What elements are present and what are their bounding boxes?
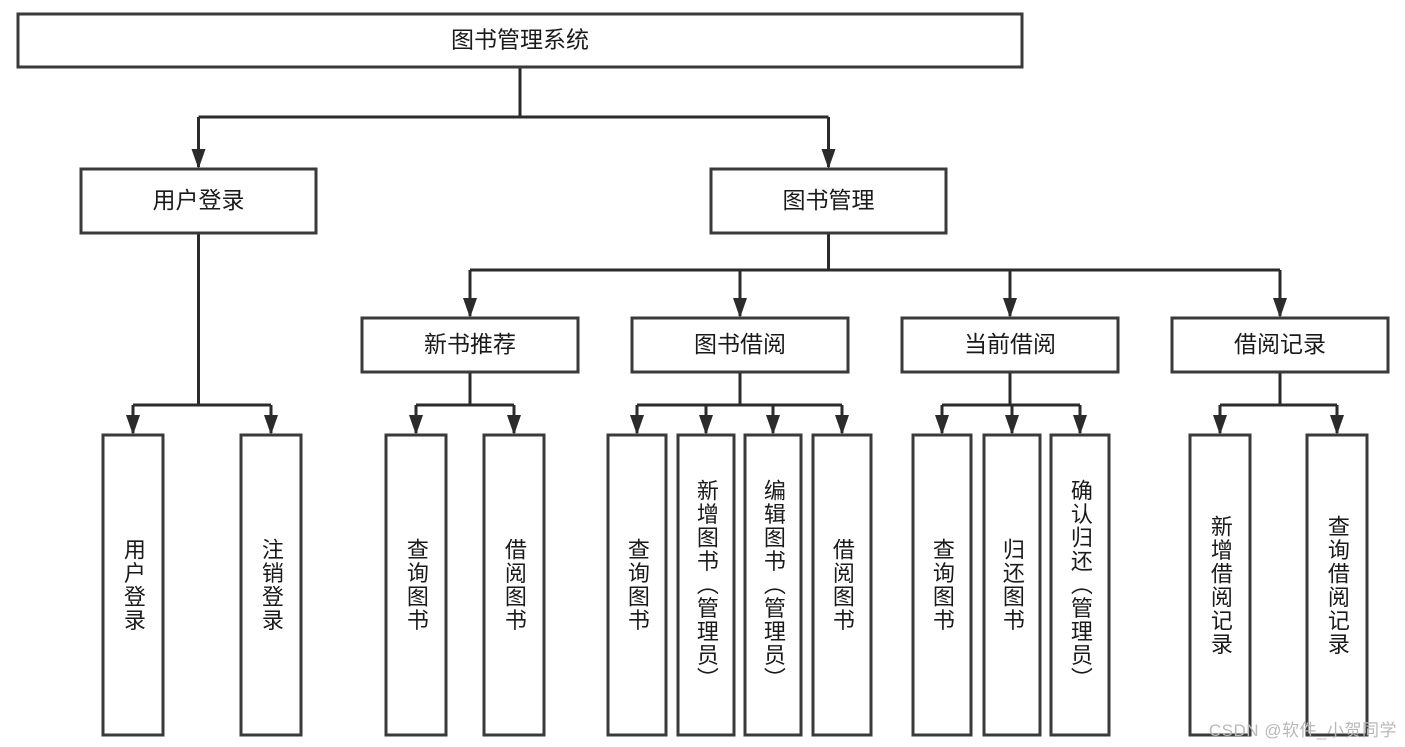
arrow-to-leaf-1-0 [630,415,644,435]
level3-node-box [360,316,580,374]
level2-node-label-1: 图书管理 [783,187,875,213]
arrow-to-leaf-2-2 [1073,415,1087,435]
arrow-to-level3-1 [733,298,747,318]
arrow-to-level3-3 [1273,298,1287,318]
leaf-node-box [101,433,165,737]
arrow-to-leaf-1-2 [766,415,780,435]
arrow-to-leaf-0-1 [507,415,521,435]
leaf-node-box [743,433,803,737]
arrow-to-leaf-2-1 [1005,415,1019,435]
arrow-to-level2-1 [821,149,836,169]
arrow-to-leaf-login-1 [264,415,278,435]
level2-node-label-0: 用户登录 [153,187,245,213]
arrow-to-leaf-3-1 [1330,415,1344,435]
leaf-node-box [239,433,303,737]
leaf-node-box [982,433,1042,737]
level3-node-label-3: 借阅记录 [1234,331,1326,357]
arrow-to-leaf-2-0 [935,415,949,435]
arrow-to-leaf-1-1 [699,415,713,435]
csdn-watermark: CSDN @软件_小贺同学 [1208,721,1397,740]
level3-node-box [900,316,1120,374]
arrow-to-level3-2 [1003,298,1017,318]
arrow-to-level2-0 [191,149,206,169]
level3-node-label-1: 图书借阅 [694,331,786,357]
level2-node-box [709,167,948,235]
arrow-to-leaf-0-0 [409,415,423,435]
level3-node-label-0: 新书推荐 [424,331,516,357]
root-node-label: 图书管理系统 [451,27,589,53]
level3-node-box [630,316,850,374]
arrow-to-leaf-1-3 [835,415,849,435]
arrow-to-leaf-login-0 [126,415,140,435]
arrow-to-leaf-3-0 [1213,415,1227,435]
level3-node-label-2: 当前借阅 [964,331,1056,357]
leaf-node-box [1305,433,1369,737]
level3-node-box [1170,316,1390,374]
leaf-node-box [606,433,668,737]
leaf-node-box [1188,433,1252,737]
leaf-node-box [911,433,973,737]
root-node-box [16,12,1024,69]
leaf-node-box [384,433,448,737]
arrow-to-level3-0 [463,298,477,318]
leaf-node-box [482,433,546,737]
leaf-node-box [676,433,736,737]
connectors-layer [126,67,1344,435]
leaf-node-box [811,433,873,737]
level2-node-box [79,167,318,235]
boxes-layer [16,12,1390,737]
leaf-node-box [1049,433,1111,737]
